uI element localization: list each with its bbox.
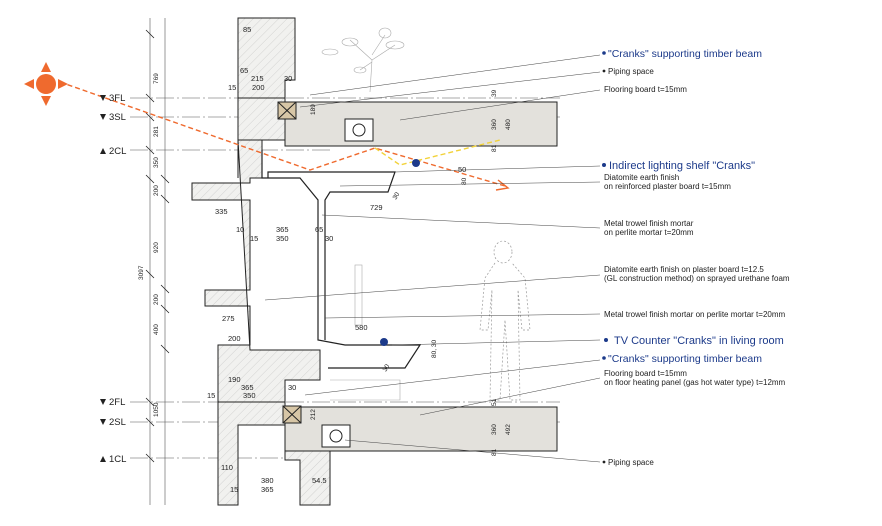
note-diatomite-plaster-1: Diatomite earth finish on plaster board … — [604, 265, 764, 274]
level-label-2cl: 2CL — [109, 146, 126, 157]
dim-15d: 15 — [230, 485, 238, 494]
callout-lighting-shelf: Indirect lighting shelf "Cranks" — [609, 160, 755, 172]
dim-200v2: 200 — [153, 294, 160, 305]
pipe-circle-icon — [321, 118, 374, 448]
dim-360a: 360 — [491, 119, 498, 130]
dim-1050: 1050 — [153, 402, 160, 417]
level-3sl: 3SL — [100, 112, 126, 123]
dim-350a: 350 — [276, 234, 289, 243]
dim-215: 215 — [251, 74, 264, 83]
dim-85: 85 — [243, 25, 251, 34]
dim-350v: 350 — [153, 157, 160, 168]
dim-110: 110 — [221, 463, 233, 472]
level-label-2fl: 2FL — [109, 397, 125, 408]
dim-54-5: 54.5 — [312, 476, 327, 485]
level-2fl: 2FL — [100, 397, 125, 408]
level-2sl: 2SL — [100, 417, 126, 428]
level-markers: 3FL 3SL 2CL 2FL 2SL 1CL — [100, 93, 126, 465]
dim-365c: 365 — [261, 485, 274, 494]
dim-200a: 200 — [252, 83, 265, 92]
interior-finish — [261, 150, 422, 369]
level-label-3sl: 3SL — [109, 112, 126, 123]
dim-380: 380 — [261, 476, 274, 485]
dim-281: 281 — [153, 126, 160, 137]
callout-cranks-beam-top: "Cranks" supporting timber beam — [608, 48, 762, 60]
dim-189: 189 — [310, 104, 317, 115]
note-diatomite-plaster-2: (GL construction method) on sprayed uret… — [604, 274, 790, 283]
dim-729: 729 — [370, 203, 383, 212]
dim-400: 400 — [153, 324, 160, 335]
dim-190: 190 — [228, 375, 241, 384]
note-flooring-top: Flooring board t=15mm — [604, 85, 687, 94]
dim-30d: 30 — [382, 363, 392, 373]
timber-beam-cross-icon — [277, 101, 302, 424]
note-piping-top: Piping space — [608, 67, 654, 76]
dim-335: 335 — [215, 207, 228, 216]
horizontal-dims: 85 65 215 30 15 200 335 729 10 365 15 35… — [207, 25, 466, 494]
dim-30a: 30 — [284, 74, 292, 83]
dim-769: 769 — [153, 73, 160, 84]
sun-compass-icon — [24, 62, 68, 106]
exterior-wall-lower — [217, 401, 331, 506]
dim-580: 580 — [355, 323, 368, 332]
dim-200v: 200 — [153, 185, 160, 196]
vertical-dims: 769 281 350 200 920 3097 200 400 1050 39… — [138, 73, 512, 456]
dim-65b: 65 — [315, 225, 323, 234]
dim-81b: 81 — [491, 448, 498, 456]
leader-lines — [264, 54, 601, 463]
floor-slabs — [284, 101, 558, 452]
dim-275: 275 — [222, 314, 235, 323]
dim-365a: 365 — [276, 225, 289, 234]
level-3fl: 3FL — [100, 93, 125, 104]
dim-80a: 80 — [461, 177, 468, 185]
annotations: "Cranks" supporting timber beam Piping s… — [602, 48, 790, 467]
note-piping-bottom: Piping space — [608, 458, 654, 467]
dim-50: 50 — [458, 165, 466, 174]
person-sketch — [479, 240, 531, 401]
dim-51: 51 — [491, 398, 498, 406]
note-metal-trowel-2: on perlite mortar t=20mm — [604, 228, 694, 237]
callout-dots — [380, 159, 420, 346]
dim-30b: 30 — [325, 234, 333, 243]
axis-ticks — [145, 29, 170, 463]
level-2cl: 2CL — [100, 146, 126, 157]
counter-sketch — [330, 264, 401, 401]
dim-920: 920 — [153, 242, 160, 253]
note-flooring-bottom-1: Flooring board t=15mm — [604, 369, 687, 378]
dim-212: 212 — [310, 409, 317, 420]
dim-80b: 80, 30 — [431, 340, 438, 358]
dim-30e: 30 — [288, 383, 296, 392]
sun-rays — [59, 81, 510, 191]
dim-3097: 3097 — [138, 265, 145, 280]
dim-350b: 350 — [243, 391, 256, 400]
dim-15b: 15 — [250, 234, 258, 243]
note-metal-trowel-1: Metal trowel finish mortar — [604, 219, 694, 228]
plant-sketch — [321, 27, 405, 93]
dim-15c: 15 — [207, 391, 215, 400]
dim-360b: 360 — [491, 424, 498, 435]
dim-492: 492 — [505, 424, 512, 435]
callout-cranks-beam-bottom: "Cranks" supporting timber beam — [608, 353, 762, 365]
note-metal-trowel-single: Metal trowel finish mortar on perlite mo… — [604, 310, 786, 319]
dim-65: 65 — [240, 66, 248, 75]
note-diatomite-1: Diatomite earth finish — [604, 173, 679, 182]
note-flooring-bottom-2: on floor heating panel (gas hot water ty… — [604, 378, 786, 387]
exterior-wall — [191, 17, 321, 403]
level-label-3fl: 3FL — [109, 93, 125, 104]
dim-480: 480 — [505, 119, 512, 130]
note-diatomite-2: on reinforced plaster board t=15mm — [604, 182, 731, 191]
dim-30c: 30 — [392, 191, 402, 201]
level-label-2sl: 2SL — [109, 417, 126, 428]
dim-15a: 15 — [228, 83, 236, 92]
dim-200b: 200 — [228, 334, 241, 343]
level-1cl: 1CL — [100, 454, 126, 465]
dim-365b: 365 — [241, 383, 254, 392]
dim-10: 10 — [236, 225, 244, 234]
dim-81a: 81 — [491, 144, 498, 152]
dim-39: 39 — [491, 89, 498, 97]
level-label-1cl: 1CL — [109, 454, 126, 465]
callout-tv-counter: TV Counter "Cranks" in living room — [614, 335, 784, 347]
